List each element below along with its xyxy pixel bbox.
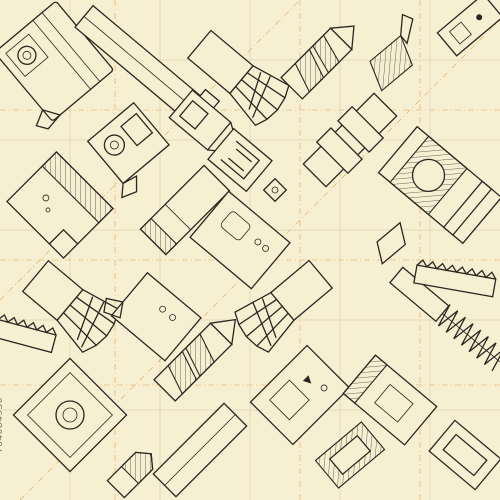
plate-icon (12, 357, 128, 473)
drill-bit-icon-2 (153, 318, 237, 402)
shaft-icon (302, 92, 398, 188)
end-mill-icon-3 (234, 259, 334, 353)
tap-icon (389, 266, 500, 372)
shaft-icon-2 (152, 402, 248, 498)
end-mill-icon-2 (21, 259, 120, 353)
watermark-label: 704084930 (0, 396, 6, 454)
end-mill-icon (186, 29, 290, 127)
bracket-icon (436, 0, 500, 57)
insert-holder-icon (86, 101, 170, 199)
spring-clip-icon (207, 127, 273, 193)
toolpost-icon (6, 151, 114, 259)
housing-icon (189, 190, 291, 290)
lathe-tool-holder-icon (0, 1, 114, 130)
bolt-icon (262, 177, 288, 203)
thread-strip-icon (0, 314, 57, 354)
cutter-icon (106, 451, 154, 499)
block-icon (314, 421, 386, 489)
insert-holder-icon-2 (249, 344, 351, 446)
prism-block-icon (139, 164, 231, 256)
clamp-icon (168, 89, 237, 153)
wedge-icon (369, 13, 414, 92)
saw-blade-icon (413, 259, 497, 298)
chevron-part-icon (376, 221, 406, 265)
vise-jaw-icon (342, 354, 438, 446)
die-holder-icon (377, 125, 500, 245)
tool-block-icon (103, 271, 202, 362)
drill-bit-icon (280, 25, 355, 100)
bracket-icon-2 (428, 419, 500, 491)
